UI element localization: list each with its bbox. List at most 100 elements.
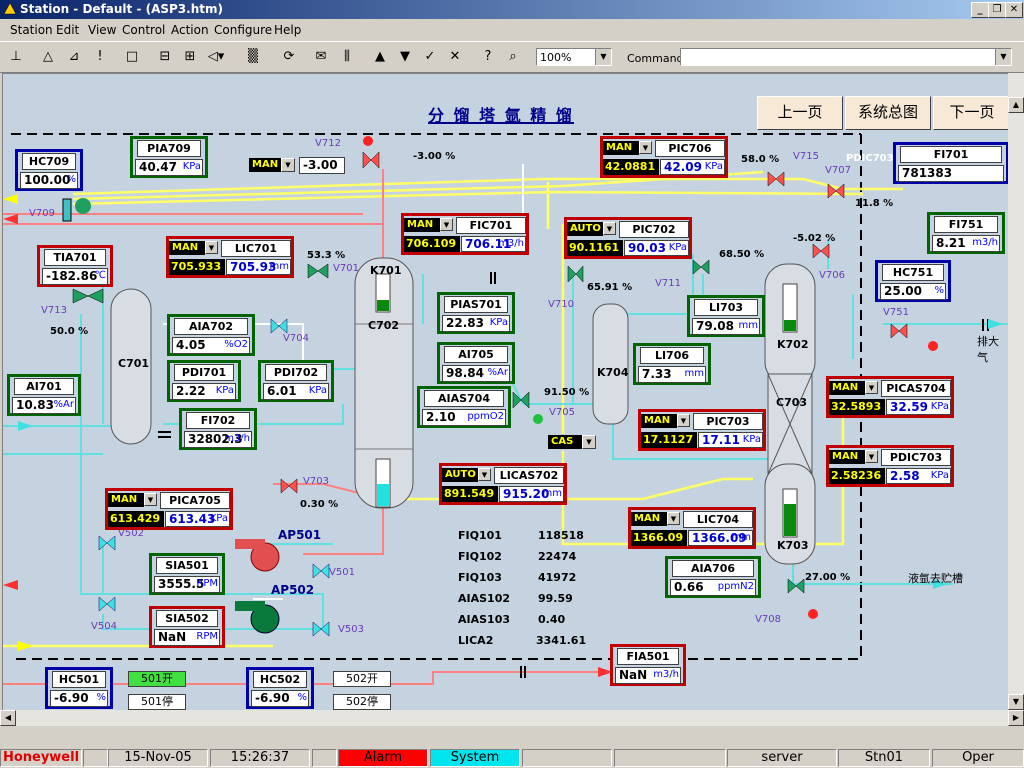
setpoint-value[interactable]: 32.5893 (829, 399, 885, 415)
pump-502-open-button[interactable]: 502开 (333, 671, 391, 687)
menu-view[interactable]: View (88, 23, 117, 37)
report-icon[interactable]: ✉ (315, 49, 327, 64)
setpoint-value[interactable]: 891.549 (442, 486, 498, 502)
scroll-up-icon[interactable]: ▲ (1008, 97, 1024, 113)
minimize-button[interactable]: _ (971, 2, 989, 18)
chevron-down-icon[interactable]: ▼ (995, 49, 1011, 65)
chevron-down-icon[interactable]: ▼ (205, 241, 218, 254)
chevron-down-icon[interactable]: ▼ (478, 468, 491, 481)
maximize-button[interactable]: ❐ (988, 2, 1006, 18)
menu-help[interactable]: Help (274, 23, 302, 37)
pump-502-stop-button[interactable]: 502停 (333, 694, 391, 710)
setpoint-value[interactable]: 17.1127 (641, 432, 697, 448)
setpoint-value[interactable]: 42.0881 (603, 159, 659, 175)
chevron-down-icon[interactable]: ▼ (639, 141, 652, 154)
setpoint-value[interactable]: 90.1161 (567, 240, 623, 256)
faceplate-hc502[interactable]: HC502-6.90% (246, 667, 314, 709)
vertical-scrollbar[interactable]: ▲ ▼ (1008, 73, 1024, 710)
next-page-button[interactable]: 下一页 (933, 96, 1009, 130)
pump-501-stop-button[interactable]: 501停 (128, 694, 186, 710)
ok-icon[interactable]: ✓ (424, 49, 436, 64)
menu-control[interactable]: Control (122, 23, 166, 37)
overview-button[interactable]: 系统总图 (845, 96, 931, 130)
cancel-icon[interactable]: ✕ (449, 49, 461, 64)
setpoint-value[interactable]: 705.933 (169, 259, 225, 275)
scroll-left-icon[interactable]: ◀ (0, 710, 16, 726)
faceplate-hc501[interactable]: HC501-6.90% (45, 667, 113, 709)
chevron-down-icon[interactable]: ▼ (144, 493, 157, 506)
menu-configure[interactable]: Configure (214, 23, 273, 37)
zoom-select[interactable]: 100% ▼ (536, 48, 612, 66)
menu-action[interactable]: Action (171, 23, 209, 37)
prev-page-button[interactable]: 上一页 (757, 96, 843, 130)
chevron-down-icon[interactable]: ▼ (595, 49, 611, 65)
chevron-down-icon[interactable]: ▼ (582, 435, 596, 449)
menu-station[interactable]: Station (10, 23, 53, 37)
alarm-indicator[interactable]: Alarm (338, 749, 428, 767)
cas-mode-selector[interactable]: CAS ▼ (548, 434, 598, 451)
pump-501-open-button[interactable]: 501开 (128, 671, 186, 687)
setpoint-value[interactable]: 706.109 (404, 236, 460, 252)
display-forward-icon[interactable]: ⊞ (184, 49, 196, 64)
close-button[interactable]: ✕ (1005, 2, 1023, 18)
history-icon[interactable]: ◁▾ (207, 49, 225, 64)
chevron-down-icon[interactable]: ▼ (677, 414, 690, 427)
alarm-bell-icon[interactable]: △ (43, 49, 53, 64)
chevron-down-icon[interactable]: ▼ (865, 450, 878, 463)
chevron-down-icon[interactable]: ▼ (603, 222, 616, 235)
chevron-down-icon[interactable]: ▼ (865, 381, 878, 394)
scroll-right-icon[interactable]: ▶ (1008, 710, 1024, 726)
menu-edit[interactable]: Edit (56, 23, 80, 37)
network-icon[interactable]: ⊥ (10, 49, 22, 64)
chevron-down-icon[interactable]: ▼ (667, 512, 680, 525)
scroll-down-icon[interactable]: ▼ (1008, 694, 1024, 710)
system-indicator[interactable]: System (430, 749, 520, 767)
setpoint-value[interactable]: 613.429 (108, 511, 164, 527)
v712-controller[interactable]: MAN ▼ -3.00 (249, 156, 347, 176)
command-input[interactable]: ▼ (680, 48, 1012, 66)
setpoint-value[interactable]: 1366.09 (631, 530, 687, 546)
setpoint-value[interactable]: 2.58236 (829, 468, 885, 484)
lower-icon[interactable]: ▼ (400, 49, 410, 64)
trend-icon[interactable]: ▒ (248, 49, 258, 64)
zoom-icon[interactable]: ⌕ (509, 49, 517, 64)
raise-icon[interactable]: ▲ (375, 49, 385, 64)
horizontal-scrollbar[interactable]: ◀ ▶ (0, 710, 1024, 726)
page-icon[interactable]: □ (125, 49, 139, 64)
help-icon[interactable]: ? (484, 49, 492, 64)
display-back-icon[interactable]: ⊟ (159, 49, 171, 64)
bars-icon[interactable]: ⫼ (344, 49, 350, 64)
faceplate-tia701[interactable]: TIA701-182.86℃ (37, 245, 113, 287)
chevron-down-icon[interactable]: ▼ (440, 218, 453, 231)
refresh-icon[interactable]: ⟳ (283, 49, 295, 64)
chevron-down-icon[interactable]: ▼ (281, 158, 295, 172)
